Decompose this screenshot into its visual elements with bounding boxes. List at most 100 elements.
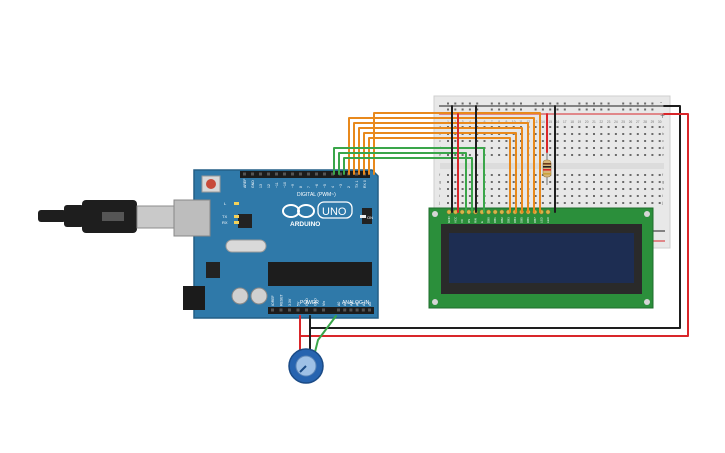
lcd-pin[interactable] [499,209,505,215]
terminal-hole[interactable] [607,133,610,135]
terminal-hole[interactable] [556,181,559,183]
terminal-hole[interactable] [490,195,493,197]
terminal-hole[interactable] [461,140,464,142]
terminal-hole[interactable] [534,147,537,149]
terminal-hole[interactable] [629,195,632,197]
potentiometer[interactable] [288,348,324,384]
lcd-pin[interactable] [545,209,551,215]
digital-pin-hole[interactable] [299,172,302,176]
terminal-hole[interactable] [644,174,647,176]
terminal-hole[interactable] [498,140,501,142]
terminal-hole[interactable] [607,140,610,142]
terminal-hole[interactable] [651,126,654,128]
terminal-hole[interactable] [658,174,661,176]
wire-orange-5[interactable] [368,137,511,213]
terminal-hole[interactable] [454,202,457,204]
rail-hole[interactable] [520,102,522,105]
terminal-hole[interactable] [505,154,508,156]
rail-hole[interactable] [585,102,588,105]
terminal-hole[interactable] [593,147,595,149]
terminal-hole[interactable] [593,140,595,142]
terminal-hole[interactable] [629,181,632,183]
rail-hole[interactable] [622,108,625,111]
terminal-hole[interactable] [651,195,654,197]
power-pin-hole[interactable] [288,308,291,312]
analog-pin-hole[interactable] [337,308,340,312]
terminal-hole[interactable] [644,133,647,135]
usb-cable[interactable] [38,200,176,233]
terminal-hole[interactable] [636,133,639,135]
terminal-hole[interactable] [607,126,610,128]
terminal-hole[interactable] [512,140,515,142]
power-pin-hole[interactable] [271,308,274,312]
terminal-hole[interactable] [549,140,552,142]
terminal-hole[interactable] [636,195,639,197]
terminal-hole[interactable] [614,140,617,142]
digital-pin-hole[interactable] [259,172,262,176]
terminal-hole[interactable] [549,126,552,128]
rail-hole[interactable] [556,102,559,105]
terminal-hole[interactable] [644,126,647,128]
terminal-hole[interactable] [585,195,588,197]
lcd-pin[interactable] [492,209,498,215]
terminal-hole[interactable] [593,195,595,197]
terminal-hole[interactable] [447,195,449,197]
terminal-hole[interactable] [505,181,508,183]
terminal-hole[interactable] [658,140,661,142]
terminal-hole[interactable] [505,202,508,204]
terminal-hole[interactable] [490,147,493,149]
terminal-hole[interactable] [447,181,449,183]
analog-pin-hole[interactable] [361,308,365,312]
terminal-hole[interactable] [534,195,537,197]
terminal-hole[interactable] [512,154,515,156]
terminal-hole[interactable] [454,154,457,156]
terminal-hole[interactable] [468,174,471,176]
terminal-hole[interactable] [651,154,654,156]
terminal-hole[interactable] [541,140,544,142]
terminal-hole[interactable] [600,174,603,176]
terminal-hole[interactable] [629,188,632,190]
terminal-hole[interactable] [454,140,457,142]
rail-hole[interactable] [600,102,603,105]
rail-hole[interactable] [651,108,654,111]
terminal-hole[interactable] [571,174,574,176]
terminal-hole[interactable] [541,154,544,156]
terminal-hole[interactable] [476,181,479,183]
terminal-hole[interactable] [651,188,654,190]
terminal-hole[interactable] [541,181,544,183]
terminal-hole[interactable] [534,188,537,190]
terminal-hole[interactable] [614,195,617,197]
rail-hole[interactable] [534,102,537,105]
terminal-hole[interactable] [571,202,574,204]
rail-hole[interactable] [607,108,610,111]
digital-pin-hole[interactable] [355,172,358,176]
terminal-hole[interactable] [658,147,661,149]
terminal-hole[interactable] [447,154,449,156]
terminal-hole[interactable] [549,181,552,183]
terminal-hole[interactable] [541,126,544,128]
terminal-hole[interactable] [622,202,625,204]
analog-pin-hole[interactable] [355,308,359,312]
terminal-hole[interactable] [636,140,639,142]
terminal-hole[interactable] [644,154,647,156]
digital-pin-hole[interactable] [315,172,318,176]
terminal-hole[interactable] [461,188,464,190]
terminal-hole[interactable] [571,154,574,156]
terminal-hole[interactable] [549,147,552,149]
terminal-hole[interactable] [476,140,479,142]
rail-hole[interactable] [563,108,566,111]
terminal-hole[interactable] [629,133,632,135]
terminal-hole[interactable] [614,202,617,204]
power-pin-hole[interactable] [322,308,325,312]
terminal-hole[interactable] [578,140,581,142]
terminal-hole[interactable] [498,202,501,204]
terminal-hole[interactable] [563,202,566,204]
digital-pin-hole[interactable] [283,172,286,176]
terminal-hole[interactable] [578,147,581,149]
rail-hole[interactable] [578,108,581,111]
terminal-hole[interactable] [556,140,559,142]
terminal-hole[interactable] [563,154,566,156]
terminal-hole[interactable] [636,147,639,149]
terminal-hole[interactable] [571,126,574,128]
terminal-hole[interactable] [490,202,493,204]
